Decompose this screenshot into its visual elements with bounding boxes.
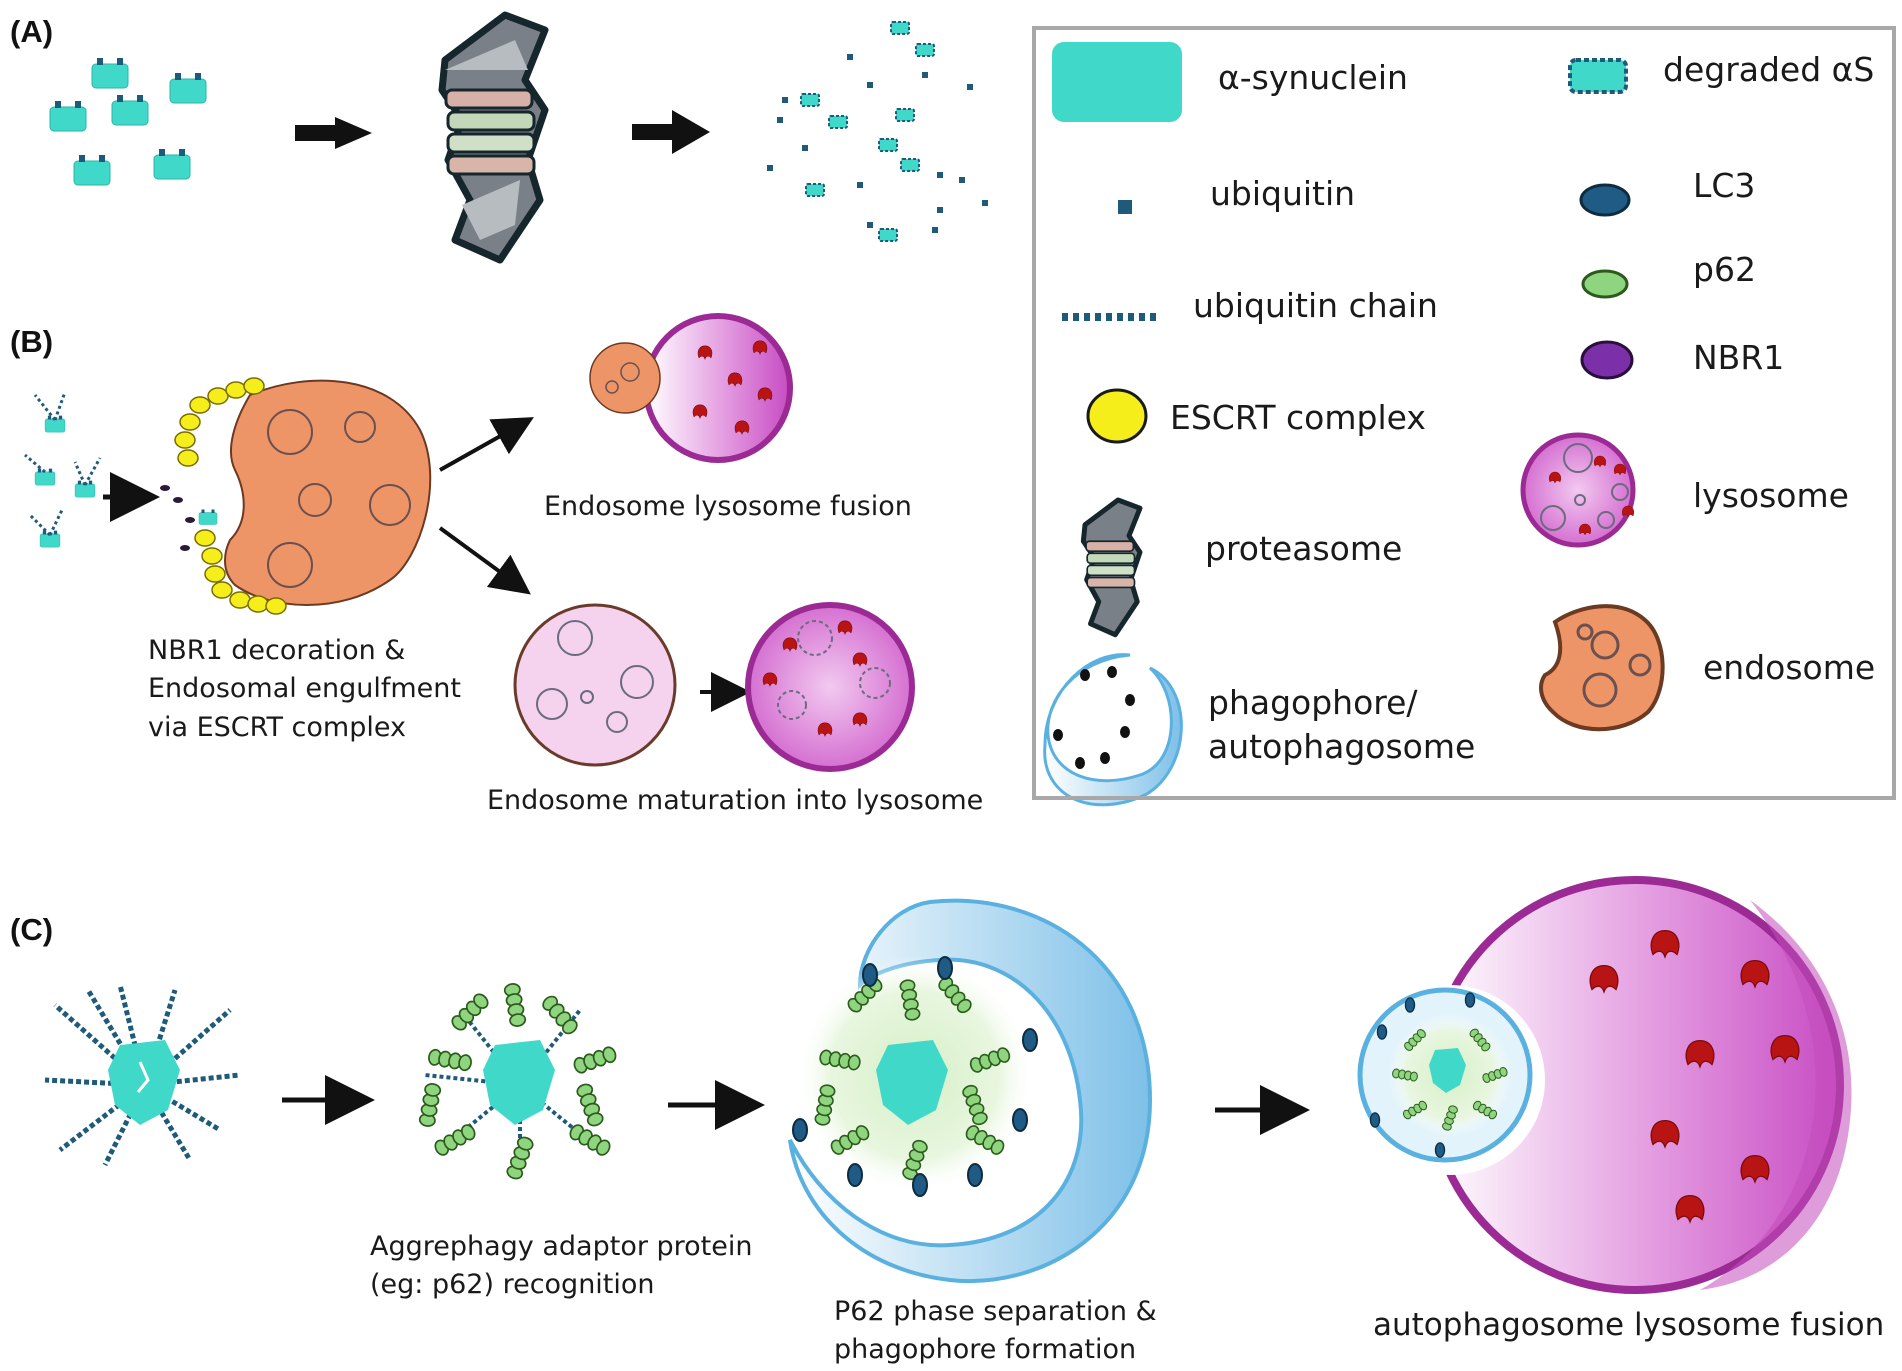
caption-endosome-lysosome-fusion: Endosome lysosome fusion [544, 491, 912, 522]
panel-label-b: (B) [10, 324, 54, 359]
caption-line: phagophore formation [834, 1334, 1137, 1366]
caption-line: Aggrephagy adaptor protein [370, 1231, 753, 1262]
caption-autophagosome-lysosome-fusion: autophagosome lysosome fusion [1373, 1307, 1885, 1343]
panel-a-degraded-fragments [767, 21, 988, 242]
legend-box [1032, 26, 1896, 800]
panel-b-arrow-down [438, 526, 531, 595]
panel-a-arrow-1 [295, 117, 372, 149]
caption-line: P62 phase separation & [834, 1296, 1157, 1327]
panel-b-early-endosome [513, 603, 677, 767]
panel-c-phagophore-formation [788, 898, 1153, 1283]
panel-label-c: (C) [10, 912, 54, 947]
legend-degraded: degraded αS [1663, 50, 1875, 89]
legend-line: autophagosome [1208, 726, 1476, 766]
legend-line: phagophore/ [1208, 683, 1418, 722]
panel-a-synuclein-monomers [49, 57, 207, 186]
legend-ubiquitin-chain: ubiquitin chain [1193, 286, 1438, 325]
caption-line: via ESCRT complex [148, 711, 406, 743]
panel-a-arrow-2 [632, 110, 710, 154]
legend-alpha-synuclein: α-synuclein [1218, 58, 1408, 97]
panel-b-mature-lysosome [745, 602, 915, 772]
legend-icons [1043, 42, 1665, 807]
caption-line: NBR1 decoration & [148, 635, 406, 666]
caption-nbr1-decoration: NBR1 decoration & Endosomal engulfment v… [148, 632, 461, 747]
legend-phagophore: phagophore/ autophagosome [1208, 681, 1475, 768]
caption-line: (eg: p62) recognition [370, 1269, 655, 1301]
panel-b-ubiquitinated-synuclein [24, 391, 102, 548]
caption-line: Endosomal engulfment [148, 673, 461, 705]
legend-nbr1: NBR1 [1693, 338, 1785, 377]
legend-endosome: endosome [1703, 648, 1876, 687]
legend-lc3: LC3 [1693, 166, 1756, 205]
legend-proteasome: proteasome [1205, 529, 1403, 568]
panel-c-ubiquitinated-aggregate [44, 984, 241, 1167]
panel-c-autophagosome-lysosome-fusion [1355, 876, 1852, 1294]
panel-label-a: (A) [10, 14, 54, 49]
caption-endosome-maturation: Endosome maturation into lysosome [487, 785, 984, 816]
caption-phase-separation: P62 phase separation & phagophore format… [834, 1293, 1157, 1370]
legend-escrt: ESCRT complex [1170, 398, 1426, 437]
legend-ubiquitin: ubiquitin [1210, 174, 1356, 213]
panel-b-arrow-up [439, 417, 534, 472]
panel-b-endosome-lysosome-fusion [589, 313, 793, 463]
legend-p62: p62 [1693, 250, 1756, 289]
caption-adaptor-recognition: Aggrephagy adaptor protein (eg: p62) rec… [370, 1228, 753, 1305]
legend-lysosome: lysosome [1693, 476, 1849, 515]
panel-b-endosome-engulfing [160, 377, 432, 615]
panel-a-proteasome [438, 11, 549, 264]
panel-c-p62-recognition [417, 981, 619, 1182]
